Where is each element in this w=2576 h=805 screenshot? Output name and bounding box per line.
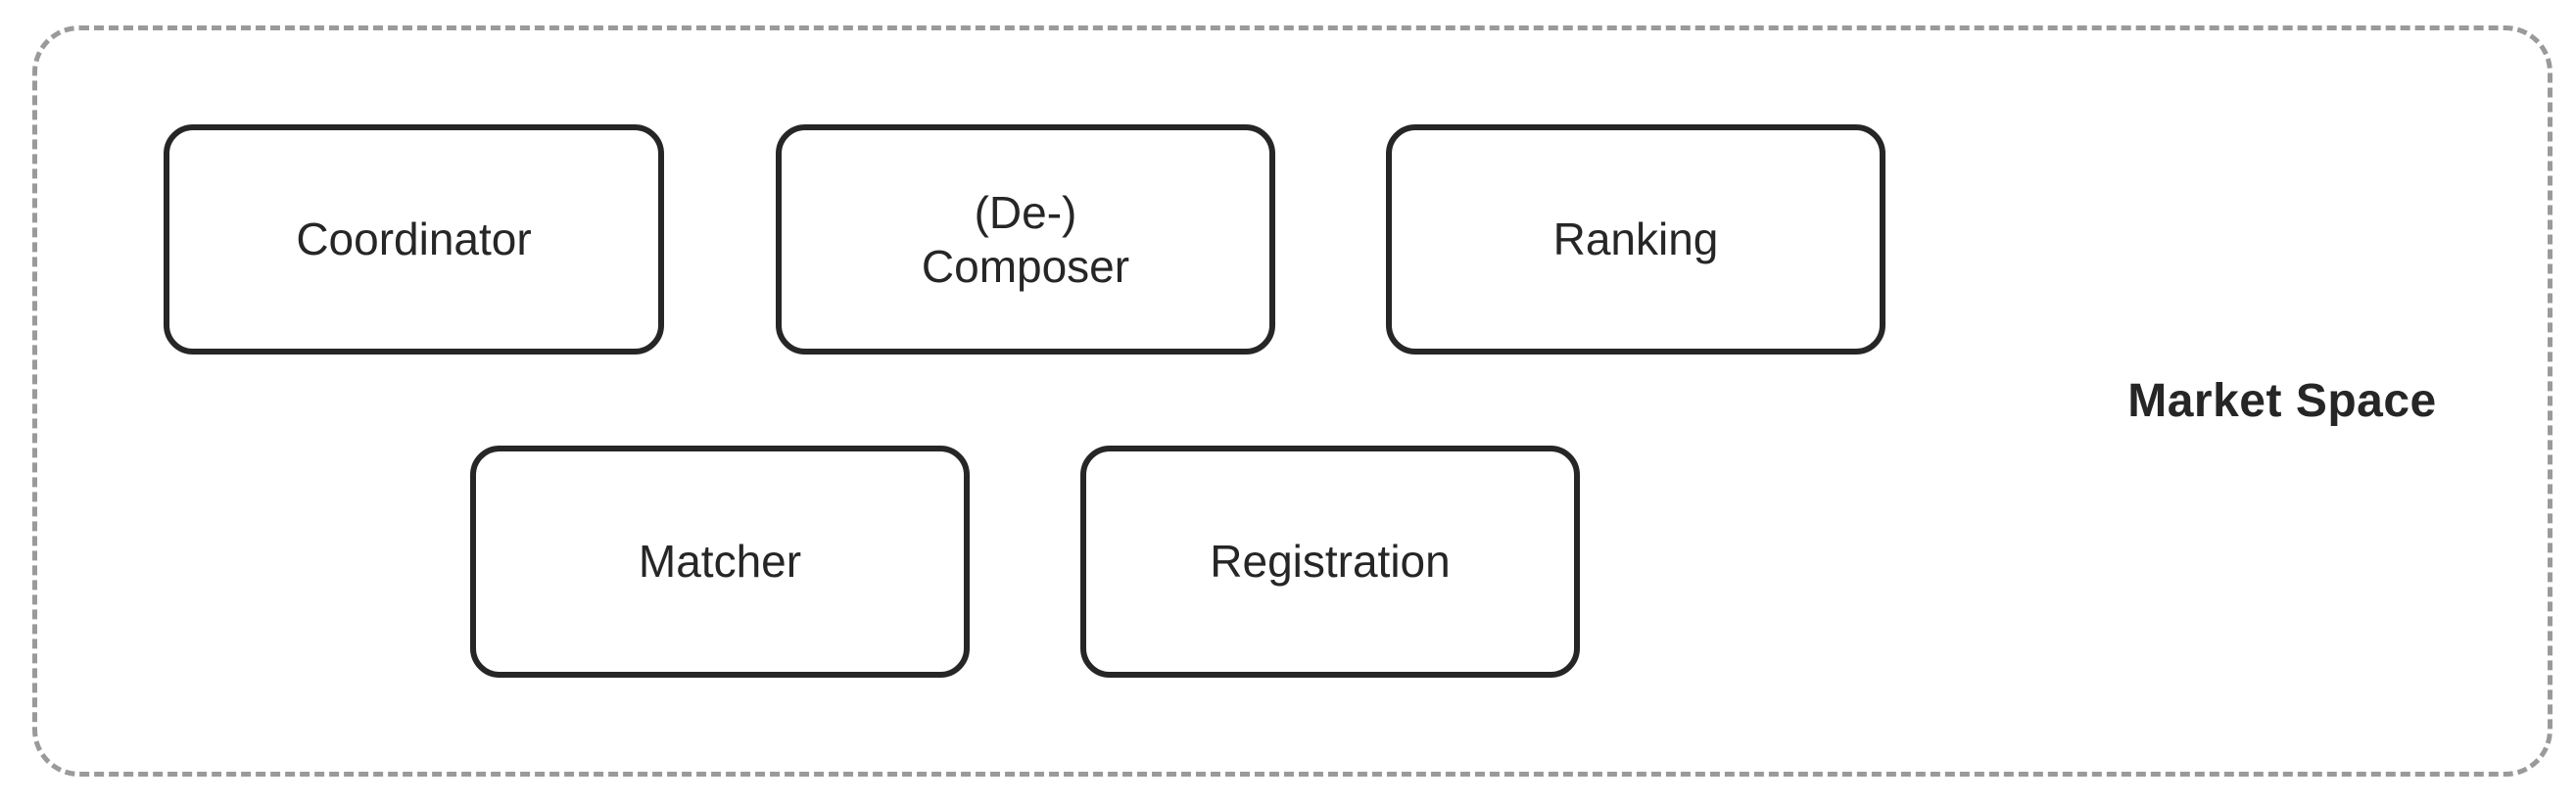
- market-space-container: [32, 25, 2552, 777]
- component-box-coordinator[interactable]: Coordinator: [164, 124, 664, 355]
- component-box-coordinator-label: Coordinator: [296, 213, 532, 265]
- component-box-de-composer-label: (De-) Composer: [921, 187, 1130, 292]
- component-box-ranking[interactable]: Ranking: [1386, 124, 1885, 355]
- component-box-registration-label: Registration: [1210, 536, 1451, 588]
- market-space-title: Market Space: [2127, 375, 2437, 427]
- component-box-de-composer[interactable]: (De-) Composer: [776, 124, 1275, 355]
- component-box-matcher[interactable]: Matcher: [470, 446, 970, 678]
- component-box-registration[interactable]: Registration: [1080, 446, 1580, 678]
- component-box-matcher-label: Matcher: [638, 536, 802, 588]
- component-box-ranking-label: Ranking: [1552, 213, 1719, 265]
